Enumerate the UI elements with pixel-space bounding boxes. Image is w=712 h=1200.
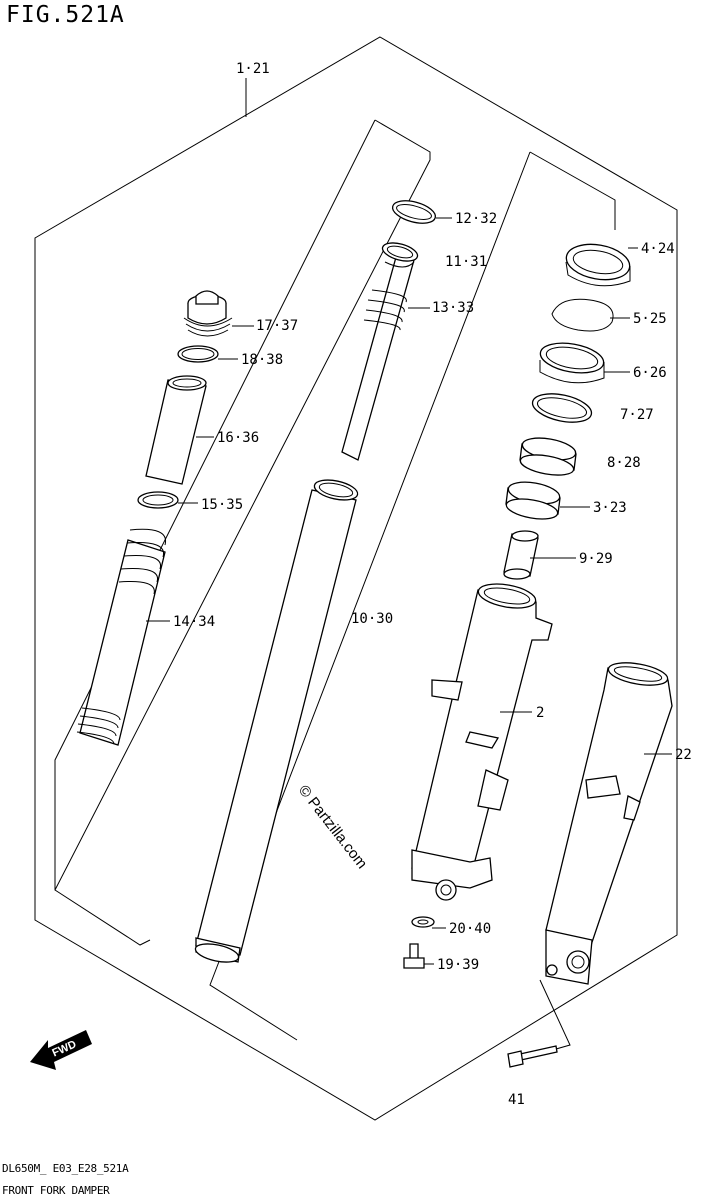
subassembly-frame-inner xyxy=(54,119,376,890)
callout-labels: 1·21 12·32 11·31 13·33 17·37 18·38 16·36… xyxy=(173,61,692,1108)
callout-22: 22 xyxy=(675,747,692,763)
guide-bushing-8 xyxy=(519,437,577,476)
callout-17-37: 17·37 xyxy=(256,318,298,334)
spacer-tube-16 xyxy=(145,375,207,485)
callout-41: 41 xyxy=(508,1092,525,1108)
outer-tube-2 xyxy=(411,583,553,901)
footer-code: DL650M_ E03_E28_521A xyxy=(2,1162,129,1175)
fwd-arrow-icon: FWD xyxy=(30,1030,92,1070)
callout-13-33: 13·33 xyxy=(432,300,474,316)
callout-8-28: 8·28 xyxy=(607,455,641,471)
washer-7 xyxy=(531,393,593,423)
slide-bushing-3 xyxy=(505,481,561,520)
callout-11-31: 11·31 xyxy=(445,254,487,270)
callout-9-29: 9·29 xyxy=(579,551,613,567)
callout-4-24: 4·24 xyxy=(641,241,675,257)
subassembly-frame-center xyxy=(209,151,616,1041)
damper-bolt-19 xyxy=(403,943,425,969)
callout-5-25: 5·25 xyxy=(633,311,667,327)
oil-seal-6 xyxy=(539,342,605,384)
axle-pinch-bolt-41 xyxy=(507,1045,558,1068)
callout-6-26: 6·26 xyxy=(633,365,667,381)
fork-cap-bolt xyxy=(183,290,233,337)
gasket-20 xyxy=(411,916,435,928)
subassembly-frame-bottom xyxy=(534,979,571,1056)
outer-tube-22 xyxy=(545,662,673,985)
inner-tube-10 xyxy=(194,479,359,963)
o-ring-18 xyxy=(177,345,219,363)
callout-19-39: 19·39 xyxy=(437,957,479,973)
callout-12-32: 12·32 xyxy=(455,211,497,227)
footer-name: FRONT FORK DAMPER xyxy=(2,1184,110,1197)
callout-3-23: 3·23 xyxy=(593,500,627,516)
figure-title: FIG.521A xyxy=(6,2,125,28)
callout-15-35: 15·35 xyxy=(201,497,243,513)
dust-seal-4 xyxy=(565,243,631,287)
callout-1-21: 1·21 xyxy=(236,61,270,77)
rebound-spring-13 xyxy=(363,289,407,331)
damper-rod-11 xyxy=(341,242,419,461)
callout-14-34: 14·34 xyxy=(173,614,215,630)
leader-lines xyxy=(146,217,672,965)
callout-20-40: 20·40 xyxy=(449,921,491,937)
stopper-ring-5 xyxy=(551,298,614,332)
oil-lock-piece-9 xyxy=(503,530,539,580)
subassembly-frame-left xyxy=(54,119,431,946)
callout-10-30: 10·30 xyxy=(351,611,393,627)
callout-16-36: 16·36 xyxy=(217,430,259,446)
callout-18-38: 18·38 xyxy=(241,352,283,368)
watermark: © Partzilla.com xyxy=(295,782,371,872)
callout-7-27: 7·27 xyxy=(620,407,654,423)
washer-15 xyxy=(137,491,179,509)
slide-bushing-12 xyxy=(391,200,437,224)
fork-spring-14 xyxy=(76,528,167,746)
callout-2: 2 xyxy=(536,705,544,721)
assembly-frame xyxy=(34,36,678,1121)
